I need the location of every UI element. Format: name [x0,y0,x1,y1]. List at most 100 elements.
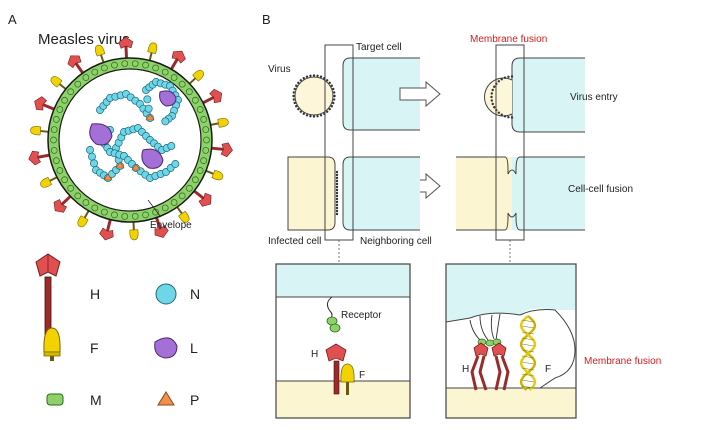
m-protein-dot [61,176,68,184]
m-protein-dot [131,60,139,68]
bound-receptor-stalks [469,313,501,341]
p-protein [145,113,155,121]
h-spike [34,96,55,111]
n-protein-bead [167,142,176,150]
neighboring-cell-label: Neighboring cell [360,236,432,247]
legend-n-label: N [190,286,200,302]
receptor-head-lower [329,323,341,333]
zoom-h-head [325,343,347,362]
m-protein-dot [50,136,57,144]
m-protein-dot [56,167,64,174]
legend-n-icon [155,283,177,305]
virus-label: Virus [268,64,291,75]
surface-glycoprotein [328,107,331,111]
h-spike [53,195,72,213]
surface-glycoprotein [312,115,316,118]
surface-glycoprotein [503,76,507,79]
panel-b: B Membrane fusion Target cell Virus Viru… [262,12,661,419]
f-helix-rung [521,355,535,359]
surface-glycoprotein [491,102,494,106]
surface-glycoprotein [493,106,496,109]
fusion-f-helix-bundle [519,315,537,391]
fusion-pore-outline [445,309,576,389]
m-protein-dot [178,192,186,200]
h-spike [193,189,212,207]
f-helix-rung [521,349,535,353]
surface-glycoprotein [335,176,339,180]
surface-glycoprotein [500,78,503,81]
m-protein-dot [91,68,99,76]
m-protein-dot [121,60,129,68]
m-protein-dot [121,212,129,220]
m-protein-dot [56,106,64,113]
m-protein-dot [142,211,149,219]
surface-glycoprotein [295,84,298,87]
m-protein-dot [192,96,199,104]
zoom-f-head [340,363,355,383]
n-protein-bead [90,159,98,168]
m-protein-dot [67,184,75,192]
target-cell-top-left [342,57,420,131]
panel-a-letter: A [8,12,17,27]
legend-h-label: H [90,286,100,302]
virion-ribonucleoprotein [86,78,182,182]
surface-glycoprotein [335,185,339,189]
virion-interior [58,68,202,212]
f-helix-rung [521,373,535,377]
surface-glycoprotein [302,112,305,115]
h-spike [28,150,50,166]
zoom-h-label-right: H [462,364,469,375]
legend-l-icon [154,337,178,359]
panel-b-letter: B [262,12,271,27]
surface-glycoprotein [297,107,300,111]
surface-glycoprotein [335,170,339,174]
legend-p-label: P [190,392,199,408]
surface-glycoprotein [293,101,296,105]
m-protein-dot [202,147,210,154]
p-protein [115,161,125,169]
panel-a: A Measles virus Envelope H [8,12,233,408]
neighboring-cell-left [342,156,420,231]
p-protein [103,173,113,181]
zoom-h-label-left: H [311,349,318,360]
surface-glycoprotein [335,209,339,213]
surface-glycoprotein [316,74,319,78]
surface-glycoprotein [330,105,333,108]
f-helix-rung [521,367,535,371]
m-protein-dot [67,88,75,96]
surface-glycoprotein [490,95,493,99]
surface-glycoprotein [316,114,319,118]
f-spike [77,210,90,228]
m-protein-dot [152,208,159,216]
m-protein-dot [50,147,58,154]
h-spike [202,88,223,105]
virion [28,36,233,241]
zoom-box-before-fusion: Receptor H F [275,263,411,419]
fusion-target-membrane [446,264,576,322]
h-spike [118,36,134,59]
h-spike [211,142,233,158]
surface-glycoprotein [292,98,296,101]
surface-glycoprotein [335,173,339,177]
n-protein-bead [88,152,96,161]
virus-entry-label: Virus entry [570,92,618,103]
m-protein-dot [200,116,208,123]
surface-glycoprotein [295,105,298,108]
surface-glycoprotein [333,94,336,98]
m-protein-dot [161,68,169,76]
surface-glycoprotein [312,74,316,77]
surface-glycoprotein [490,92,494,95]
surface-glycoprotein [507,75,510,79]
n-protein-bead [86,146,94,154]
fusion-infected-membrane [446,388,576,418]
surface-glycoprotein [332,98,336,101]
surface-glycoprotein [299,110,303,113]
m-protein-dot [196,167,204,174]
f-helix-rung [521,325,535,329]
free-virus [292,74,336,118]
m-protein-dot [192,176,199,184]
m-protein-dot [178,80,186,88]
f-spike [205,169,224,181]
protein-legend: H F M N L P [35,253,200,408]
